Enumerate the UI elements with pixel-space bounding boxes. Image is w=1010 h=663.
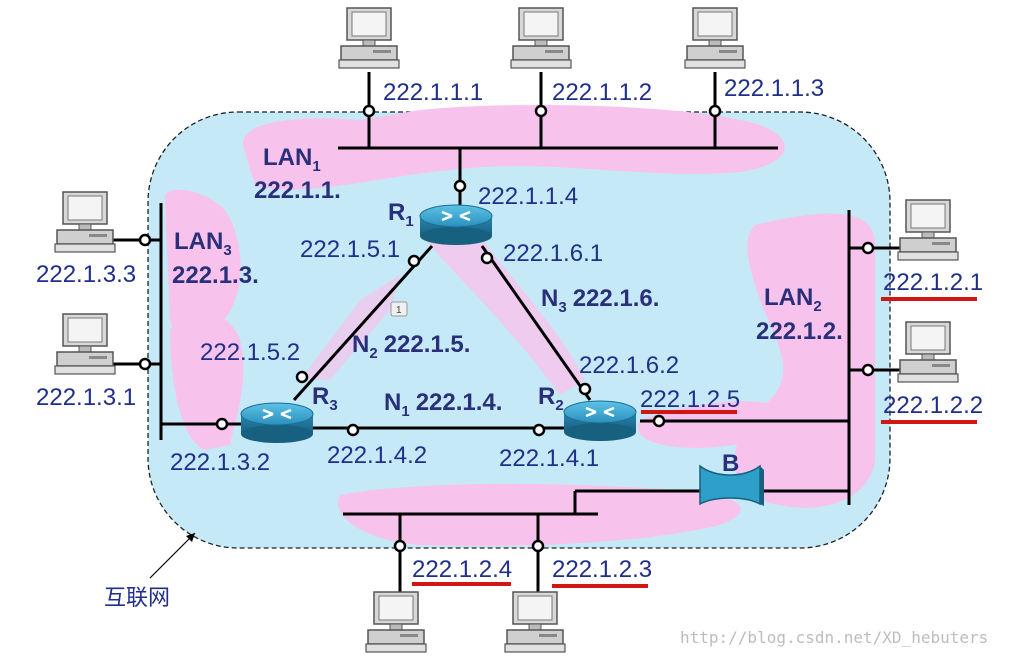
- interface-ip-label: 222.1.3.2: [170, 449, 270, 476]
- pc-icon: [897, 321, 959, 383]
- router-r3-label: R3: [312, 383, 338, 414]
- host-ip-label: 222.1.2.3: [552, 556, 652, 583]
- pc-icon: [54, 191, 116, 253]
- pc-icon: [504, 591, 566, 653]
- interface-ip-label: 222.1.1.4: [478, 183, 578, 210]
- host-ip-label: 222.1.2.2: [883, 392, 983, 419]
- host-ip-label: 222.1.1.1: [383, 79, 483, 106]
- host-ip-label: 222.1.2.4: [412, 556, 512, 583]
- router-r2-label: R2: [538, 383, 564, 414]
- link-n3: [480, 245, 592, 401]
- internet-label: 互联网: [104, 585, 170, 610]
- lan3-label: LAN3 222.1.3.: [172, 228, 259, 289]
- interface-ip-label: 222.1.6.1: [503, 240, 603, 267]
- interface-ip-label: 222.1.6.2: [579, 352, 679, 379]
- host-ip-label: 222.1.1.3: [724, 75, 824, 102]
- interface-ip-label: 222.1.5.2: [200, 339, 300, 366]
- interface-ip-label: 222.1.4.2: [327, 442, 427, 469]
- svg-text:1: 1: [396, 305, 402, 316]
- router-r3-icon: [239, 401, 315, 445]
- internet-pointer: [149, 532, 196, 579]
- router-r2-icon: [562, 399, 638, 443]
- pc-icon: [684, 7, 746, 69]
- router-r1-icon: [418, 203, 494, 247]
- bridge-label: B: [722, 450, 739, 477]
- svg-text:LAN1: LAN1: [263, 144, 321, 175]
- host-ip-label: 222.1.2.1: [883, 269, 983, 296]
- pc-icon: [897, 199, 959, 261]
- pc-icon: [510, 7, 572, 69]
- pc-icon: [54, 313, 116, 375]
- red-underlines: [412, 297, 977, 588]
- host-ip-label: 222.1.3.3: [36, 261, 136, 288]
- lan2-label: LAN2 222.1.2.: [756, 284, 843, 345]
- svg-text:222.1.3.: 222.1.3.: [172, 262, 259, 289]
- svg-text:LAN2: LAN2: [764, 284, 822, 315]
- watermark: http://blog.csdn.net/XD_hebuters: [680, 628, 988, 647]
- note-marker: 1: [390, 301, 408, 317]
- host-ip-label: 222.1.1.2: [552, 79, 652, 106]
- svg-text:LAN3: LAN3: [174, 228, 232, 259]
- host-ip-label: 222.1.3.1: [36, 384, 136, 411]
- link-n2: [292, 244, 434, 402]
- pc-icon: [365, 591, 427, 653]
- interface-ip-label: 222.1.4.1: [499, 445, 599, 472]
- bridge-icon: [699, 464, 764, 506]
- pc-icon: [338, 7, 400, 69]
- interface-ip-label: 222.1.5.1: [300, 236, 400, 263]
- svg-text:222.1.2.: 222.1.2.: [756, 318, 843, 345]
- svg-text:222.1.1.: 222.1.1.: [254, 177, 341, 204]
- interface-ip-label: 222.1.2.5: [640, 386, 740, 413]
- router-r1-label: R1: [388, 199, 414, 230]
- ports: [138, 104, 875, 553]
- lan1-label: LAN1 222.1.1.: [254, 144, 341, 204]
